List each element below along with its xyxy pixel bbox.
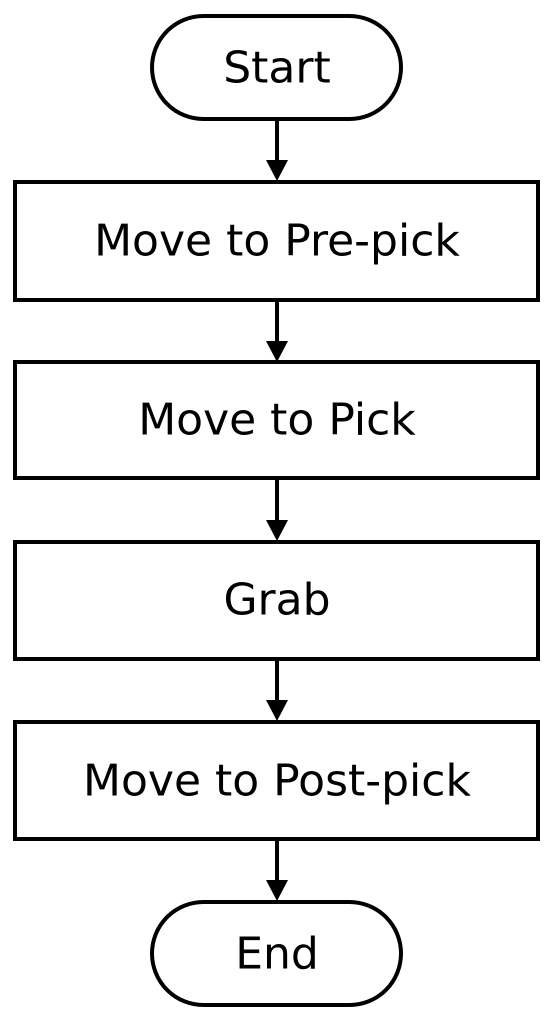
process-shape <box>13 360 540 480</box>
edge-move-to-pick-to-grab <box>266 478 288 541</box>
terminal-shape <box>150 14 403 121</box>
process-shape <box>13 540 540 661</box>
edge-start-to-move-to-pre-pick <box>266 119 288 181</box>
arrow-head-icon <box>266 160 288 181</box>
edge-move-to-pre-pick-to-move-to-pick <box>266 300 288 362</box>
node-end: End <box>150 900 403 1007</box>
node-move-to-post-pick: Move to Post-pick <box>13 720 540 841</box>
process-shape <box>13 180 540 302</box>
node-label-move-to-post-pick: Move to Post-pick <box>83 756 471 807</box>
node-label-move-to-pre-pick: Move to Pre-pick <box>94 216 460 267</box>
node-label-start: Start <box>223 43 331 94</box>
arrow-head-icon <box>266 880 288 901</box>
edge-move-to-post-pick-to-end <box>266 839 288 901</box>
node-label-grab: Grab <box>223 575 330 626</box>
arrow-head-icon <box>266 341 288 362</box>
arrow-head-icon <box>266 520 288 541</box>
node-label-end: End <box>235 929 319 980</box>
terminal-shape <box>150 900 403 1007</box>
arrow-head-icon <box>266 700 288 721</box>
node-start: Start <box>150 14 403 121</box>
node-grab: Grab <box>13 540 540 661</box>
process-shape <box>13 720 540 841</box>
node-label-move-to-pick: Move to Pick <box>138 395 416 446</box>
node-move-to-pre-pick: Move to Pre-pick <box>13 180 540 302</box>
node-move-to-pick: Move to Pick <box>13 360 540 480</box>
edge-grab-to-move-to-post-pick <box>266 659 288 721</box>
